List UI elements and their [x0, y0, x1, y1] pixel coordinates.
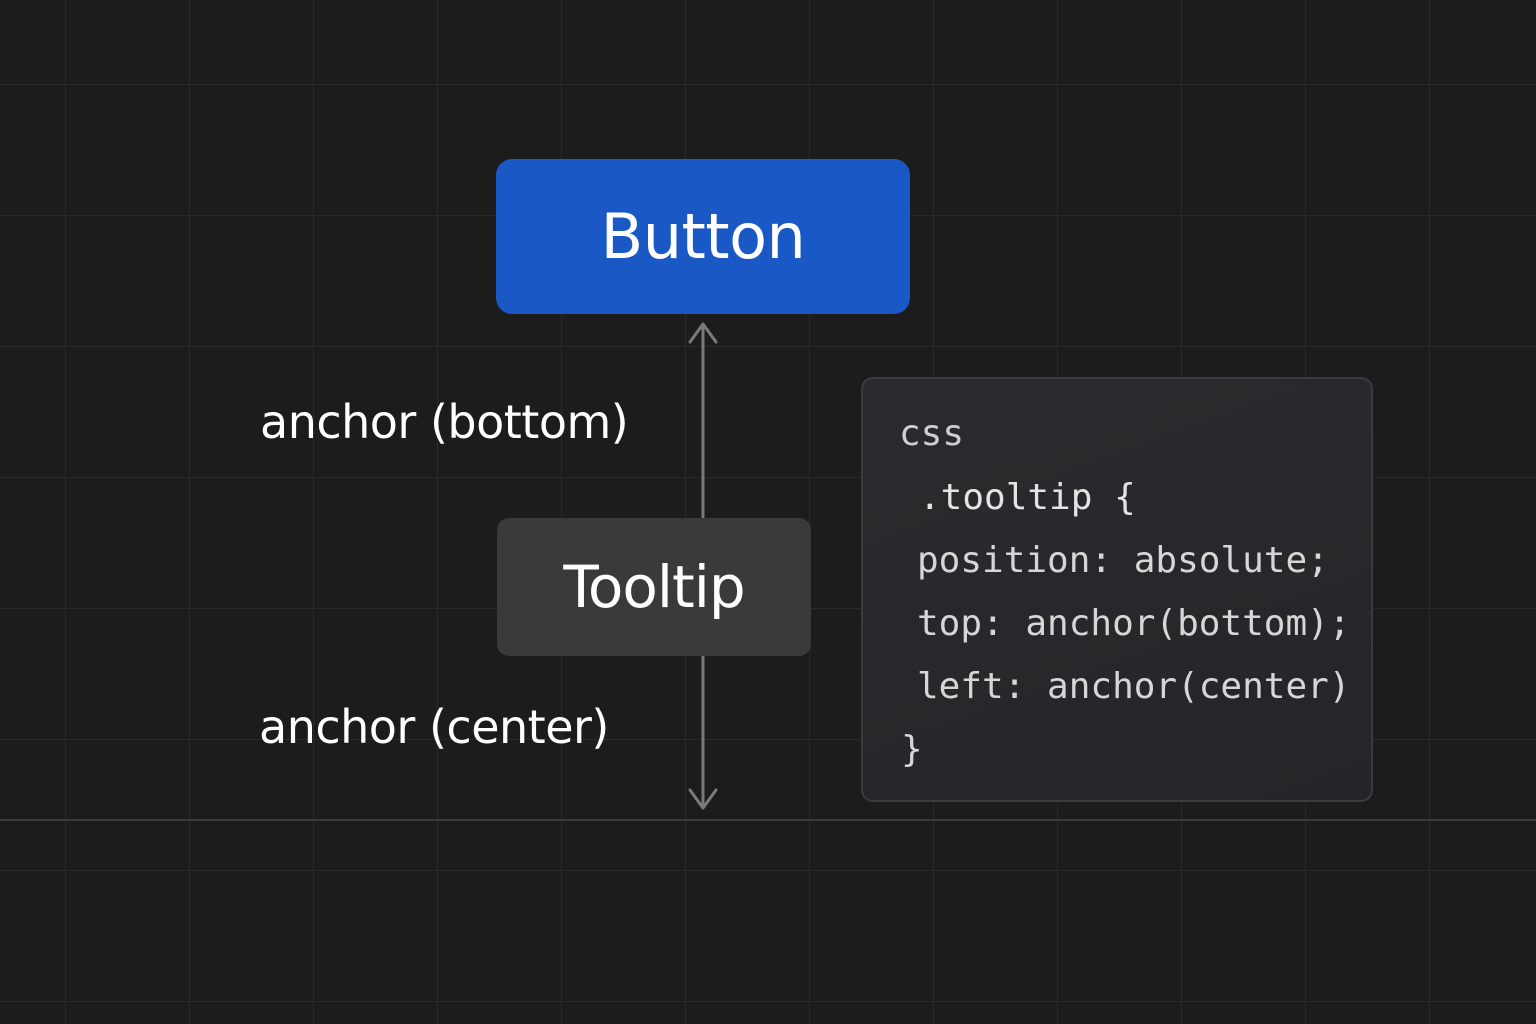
anchor-center-label: anchor (center): [259, 700, 609, 754]
baseline-divider: [0, 819, 1536, 821]
code-line-close-brace: }: [901, 729, 923, 770]
code-line-position: position: absolute;: [917, 540, 1329, 581]
css-code-panel: css .tooltip { position: absolute; top: …: [861, 377, 1373, 802]
anchor-button[interactable]: Button: [496, 159, 910, 314]
code-line-selector: .tooltip {: [919, 477, 1136, 518]
button-label: Button: [600, 200, 806, 273]
code-line-top: top: anchor(bottom);: [917, 603, 1351, 644]
tooltip-box: Tooltip: [497, 518, 811, 656]
code-line-left: left: anchor(center): [917, 666, 1351, 707]
code-language-label: css: [899, 413, 965, 454]
anchor-bottom-label: anchor (bottom): [260, 395, 629, 449]
arrow-down-icon: [688, 656, 718, 810]
tooltip-label: Tooltip: [563, 553, 745, 621]
arrow-up-icon: [688, 322, 718, 518]
